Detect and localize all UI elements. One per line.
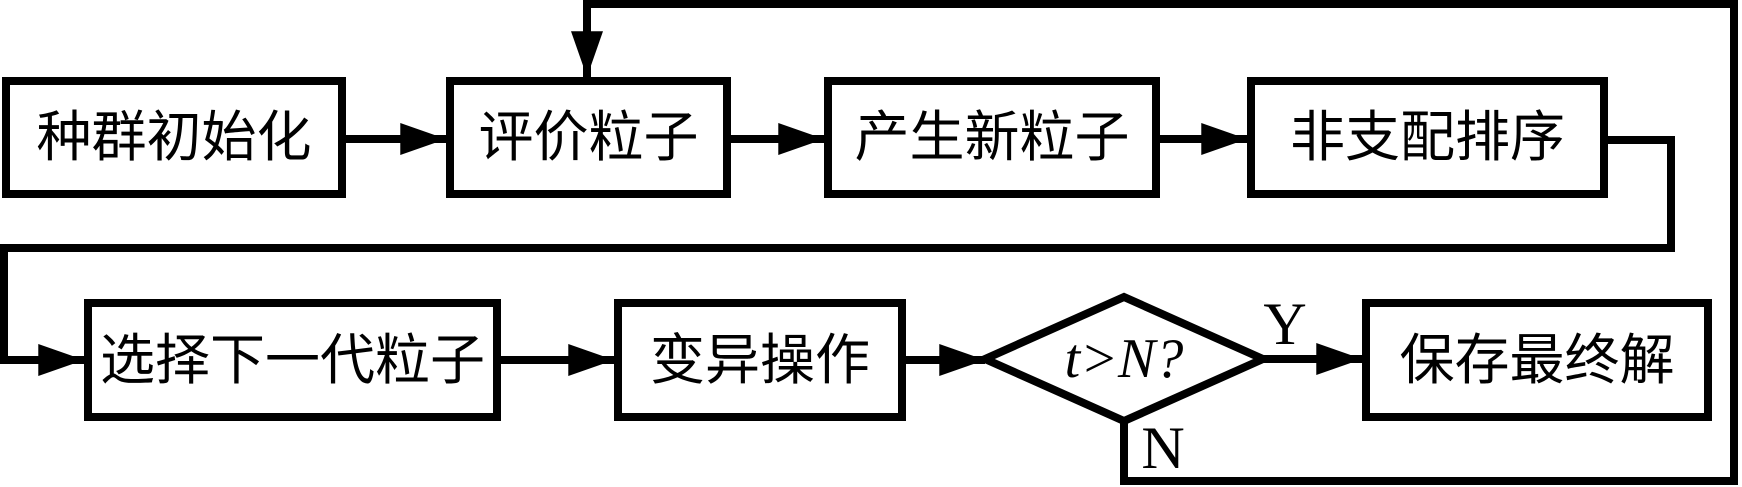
branch-label-yes: Y [1263,291,1307,357]
node-generate-new-particles: 产生新粒子 [824,77,1160,198]
node-evaluate-particles: 评价粒子 [446,77,731,198]
decision-diamond [975,292,1273,426]
node-mutation-operation: 变异操作 [614,299,906,421]
node-population-initialization: 种群初始化 [2,77,346,198]
node-save-final-solution: 保存最终解 [1362,299,1712,421]
edge-sort-select [0,136,1675,376]
edge-decision-evaluate-no-loop [571,0,1738,485]
decision-condition-label: t>N? [1064,328,1184,390]
node-select-next-generation: 选择下一代粒子 [84,299,501,421]
node-nondominated-sorting: 非支配排序 [1247,77,1608,198]
branch-label-no: N [1141,415,1185,481]
